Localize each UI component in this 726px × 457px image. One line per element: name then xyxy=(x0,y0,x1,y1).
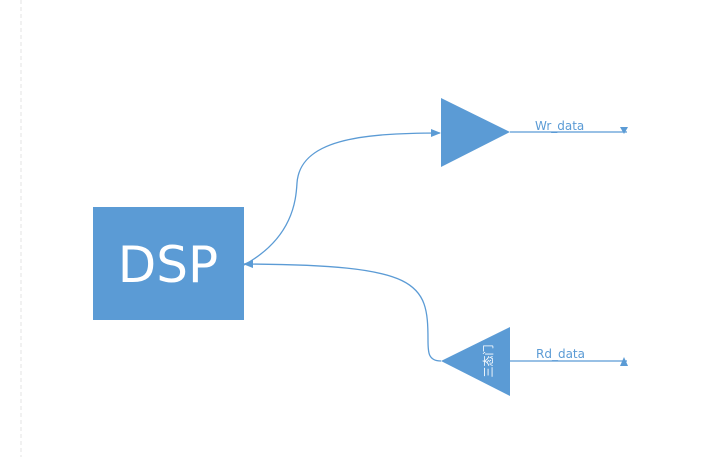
wr-data-label: Wr_data xyxy=(535,119,584,133)
dsp-label: DSP xyxy=(118,236,218,294)
read-buffer-triangle xyxy=(441,327,510,396)
wr-data-terminal xyxy=(620,127,628,134)
read-buffer-to-dsp-connector xyxy=(243,260,442,362)
dsp-to-write-buffer-connector xyxy=(243,129,441,266)
dsp-block-rect xyxy=(93,207,244,320)
dsp-block: DSP xyxy=(93,207,244,320)
read-buffer: 三态门 xyxy=(441,327,510,396)
write-buffer-triangle xyxy=(441,98,510,167)
rd-data-label: Rd_data xyxy=(536,347,585,361)
read-buffer-label: 三态门 xyxy=(481,345,495,378)
rd-data-terminal xyxy=(620,357,628,366)
